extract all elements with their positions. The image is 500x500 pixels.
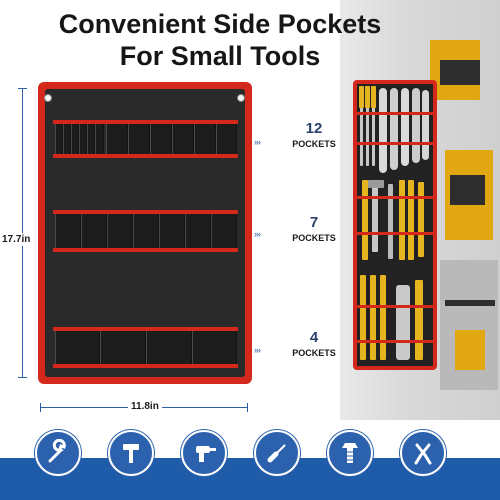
pocket — [133, 214, 159, 248]
pocket — [192, 331, 237, 364]
pocket-strip — [357, 196, 433, 199]
pocket-strip — [357, 305, 433, 308]
pliers-tool — [399, 180, 405, 260]
pocket — [81, 214, 107, 248]
height-dimension-label: 17.7in — [2, 233, 31, 246]
grommet-right — [237, 94, 245, 102]
pocket — [216, 124, 237, 154]
pocket — [211, 214, 237, 248]
pocket — [71, 124, 79, 154]
screwdriver-tool — [360, 275, 366, 360]
pocket-row-1-top — [53, 120, 238, 124]
pocket — [107, 214, 133, 248]
pocket — [194, 124, 216, 154]
height-dimension-cap-top — [18, 88, 27, 89]
pocket — [55, 124, 63, 154]
pocket-row-3-top — [53, 327, 238, 331]
pocket-count-4: 4 — [309, 329, 319, 346]
pliers-icon — [400, 430, 446, 476]
arrow-icon: ››› — [254, 229, 261, 239]
cart-yellow-part — [455, 330, 485, 370]
pocket — [185, 214, 211, 248]
pocket-count-12: 12 — [305, 120, 323, 137]
pocket-row-1-bottom — [53, 154, 238, 158]
pocket — [106, 124, 128, 154]
pliers-tool — [418, 182, 424, 257]
screwdriver-handle — [371, 86, 376, 108]
page-title: Convenient Side Pockets For Small Tools — [0, 8, 440, 72]
screwdriver-tool — [370, 275, 376, 360]
pocket — [95, 124, 104, 154]
file-tool — [388, 184, 393, 259]
screwdriver-tool — [380, 275, 386, 360]
pocket — [79, 124, 87, 154]
wrench-tool — [379, 88, 387, 173]
wrench-tool — [422, 90, 429, 160]
arrow-icon: ››› — [254, 137, 261, 147]
pocket-strip — [357, 142, 433, 145]
pocket — [100, 331, 146, 364]
title-line-2: For Small Tools — [119, 41, 321, 71]
pocket-row-3-bottom — [53, 364, 238, 368]
hammer-icon — [108, 430, 154, 476]
width-dimension-label: 11.8in — [128, 401, 162, 412]
pocket-row-2-top — [53, 210, 238, 214]
pocket — [172, 124, 194, 154]
screwdriver-handle — [359, 86, 364, 108]
pocket-strip — [357, 232, 433, 235]
pocket — [150, 124, 172, 154]
pocket-count-7: 7 — [309, 214, 319, 231]
width-dimension-cap-right — [247, 403, 248, 412]
pocket-label-7: POCKETS — [292, 233, 336, 243]
wrench-tool — [390, 88, 398, 170]
cart-handle — [445, 300, 495, 306]
pocket — [55, 214, 81, 248]
screwdriver-tool — [360, 86, 363, 166]
screwdriver-icon — [254, 430, 300, 476]
wrench-tool — [401, 88, 409, 166]
pocket — [87, 124, 95, 154]
pocket — [146, 331, 192, 364]
grommet-left — [44, 94, 52, 102]
pocket-label-4: POCKETS — [292, 348, 336, 358]
width-dimension-cap-left — [40, 403, 41, 412]
pocket-label-12: POCKETS — [292, 139, 336, 149]
tool-case-dark — [440, 60, 480, 85]
wrench-icon — [35, 430, 81, 476]
hammer-tool — [372, 182, 378, 252]
pliers-tool — [415, 280, 423, 360]
wrench-tool — [412, 88, 420, 163]
pliers-tool — [408, 180, 414, 260]
pocket — [128, 124, 150, 154]
cart-silver — [440, 260, 498, 390]
screwdriver-handle — [365, 86, 370, 108]
pocket-strip — [357, 112, 433, 115]
bolt-icon — [327, 430, 373, 476]
pocket-strip — [357, 340, 433, 343]
adjustable-wrench-tool — [396, 285, 410, 360]
screwdriver-tool — [362, 180, 368, 260]
pocket-row-2-bottom — [53, 248, 238, 252]
drill-icon — [181, 430, 227, 476]
title-line-1: Convenient Side Pockets — [58, 9, 382, 39]
power-tool-dark — [450, 175, 485, 205]
screwdriver-tool — [366, 86, 369, 166]
pocket — [63, 124, 71, 154]
pocket — [55, 331, 100, 364]
height-dimension-cap-bottom — [18, 377, 27, 378]
pocket — [159, 214, 185, 248]
hammer-head — [368, 180, 384, 188]
arrow-icon: ››› — [254, 345, 261, 355]
screwdriver-tool — [372, 86, 375, 166]
